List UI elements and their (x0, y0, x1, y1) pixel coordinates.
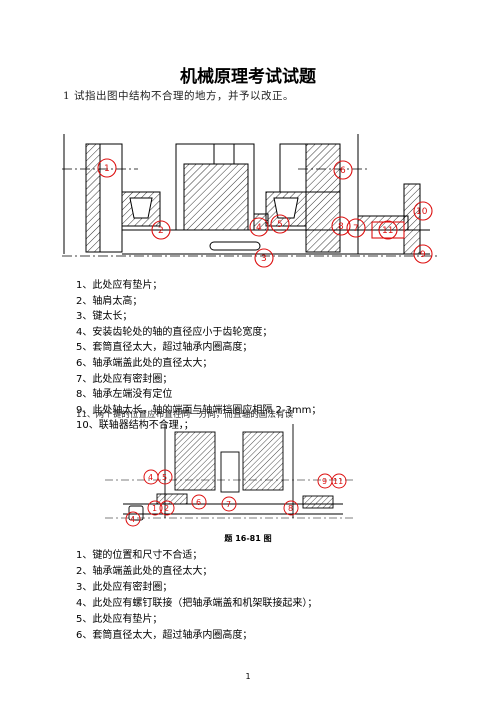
answer-item: 2、轴承端盖此处的直径太大； (76, 566, 213, 577)
svg-text:7: 7 (226, 500, 231, 509)
svg-text:1: 1 (152, 504, 157, 513)
fig2-marker-4b: 4 (125, 511, 141, 527)
answers-list-2: 1、键的位置和尺寸不合适； 2、轴承端盖此处的直径太大； 3、此处应有密封圈； … (76, 548, 317, 644)
marker-4: 4 (249, 217, 269, 237)
answer-item: 8、轴承左端没有定位 (76, 389, 173, 401)
svg-text:3: 3 (261, 254, 267, 264)
marker-6: 6 (333, 160, 353, 180)
answer-item: 4、此处应有螺钉联接（把轴承端盖和机架联接起来）； (76, 598, 318, 609)
marker-5: 5 (270, 214, 290, 234)
figure-caption: 题 16-81 图 (224, 534, 272, 543)
answer-item: 2、轴肩太高； (76, 295, 143, 307)
answer-item: 10、联轴器结构不合理，； (76, 420, 194, 432)
fig2-marker-7: 7 (221, 496, 237, 512)
svg-text:11: 11 (382, 226, 393, 236)
svg-text:6: 6 (340, 166, 346, 176)
answer-item: 1、键的位置和尺寸不合适； (76, 550, 203, 561)
page-number: 1 (245, 672, 251, 681)
answer-item: 1、此处应有垫片； (76, 280, 163, 291)
marker-11: 11 (378, 220, 398, 240)
answer-item: 3、键太长； (76, 311, 133, 323)
answer-item: 5、此处应有垫片； (76, 614, 163, 625)
svg-text:9: 9 (420, 250, 426, 260)
svg-text:4: 4 (256, 223, 262, 233)
fig2-marker-11: 11 (331, 473, 347, 489)
svg-text:9: 9 (322, 477, 327, 486)
answer-item: 7、此处应有密封圈； (76, 373, 173, 385)
fig2-marker-4a: 4 (143, 469, 159, 485)
svg-text:11: 11 (333, 477, 343, 486)
answer-item: 6、轴承端盖此处的直径太大； (76, 357, 213, 369)
marker-10: 10 (413, 201, 433, 221)
svg-text:10: 10 (416, 207, 428, 217)
fig2-marker-1: 1 (147, 500, 163, 516)
shaft-assembly-figure-2: 4 5 1 2 6 7 8 9 11 4 (105, 424, 353, 527)
marker-8: 8 (331, 216, 351, 236)
svg-text:6: 6 (196, 498, 201, 507)
marker-1: 1 (97, 158, 117, 178)
svg-text:4: 4 (148, 473, 153, 482)
fig2-marker-6: 6 (191, 494, 207, 510)
answer-item: 3、此处应有密封圈； (76, 582, 173, 593)
answer-item: 5、套筒直径太大，超过轴承内圈高度； (76, 342, 253, 354)
svg-text:1: 1 (104, 164, 110, 174)
marker-2: 2 (151, 220, 171, 240)
svg-text:5: 5 (162, 473, 167, 482)
svg-text:8: 8 (338, 222, 344, 232)
answer-note-11: 11、两个键的位置应布置在同一方向，而且轴的画法有误 (76, 410, 294, 420)
svg-text:8: 8 (288, 504, 293, 513)
shaft-assembly-figure-1: 1 2 3 4 5 6 7 8 9 10 11 (62, 134, 438, 268)
fig2-marker-2: 2 (159, 500, 175, 516)
answer-item: 9、此处轴太长，轴的端面与轴端挡圈应相隔 2-3mm； (76, 404, 322, 416)
fig2-marker-8: 8 (283, 500, 299, 516)
marker-9: 9 (413, 244, 433, 264)
marker-7: 7 (346, 218, 366, 238)
answer-item: 4、安装齿轮处的轴的直径应小于齿轮宽度； (76, 326, 273, 338)
fig2-marker-9: 9 (317, 473, 333, 489)
question-intro: 1 试指出图中结构不合理的地方，并予以改正。 (63, 90, 295, 102)
svg-text:5: 5 (277, 220, 283, 230)
answer-item: 6、套筒直径太大，超过轴承内圈高度； (76, 630, 253, 641)
svg-text:7: 7 (353, 224, 359, 234)
marker-3: 3 (254, 248, 274, 268)
svg-text:4: 4 (130, 515, 135, 524)
fig2-marker-5: 5 (157, 469, 173, 485)
page-title: 机械原理考试试题 (180, 67, 316, 87)
svg-text:2: 2 (164, 504, 169, 513)
answers-list-1: 1、此处应有垫片； 2、轴肩太高； 3、键太长； 4、安装齿轮处的轴的直径应小于… (76, 278, 321, 434)
svg-text:2: 2 (158, 226, 164, 236)
